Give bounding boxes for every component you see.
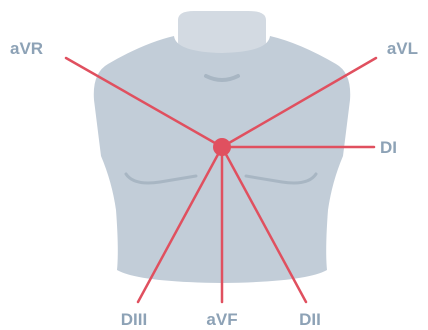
label-avr: aVR bbox=[10, 39, 43, 58]
label-avl: aVL bbox=[387, 39, 418, 58]
label-dii: DII bbox=[299, 310, 321, 329]
label-di: DI bbox=[380, 138, 397, 157]
label-diii: DIII bbox=[121, 310, 147, 329]
heart-center-dot bbox=[213, 138, 231, 156]
label-avf: aVF bbox=[206, 310, 237, 329]
